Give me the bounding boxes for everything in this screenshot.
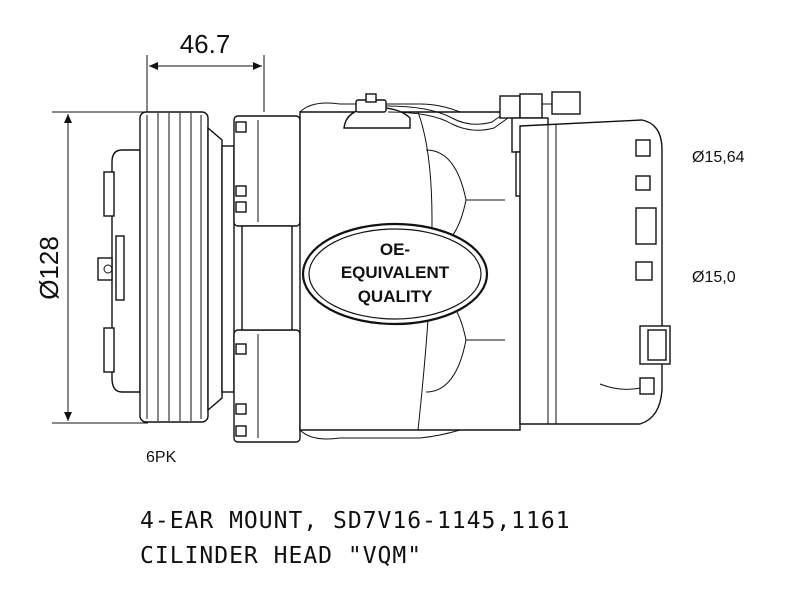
badge-line-1: OE- xyxy=(380,240,410,259)
pulley xyxy=(97,111,235,423)
port-bottom-label: Ø15,0 xyxy=(692,269,736,286)
dimension-width: 46.7 xyxy=(146,29,265,112)
pulley-label: 6PK xyxy=(146,449,177,466)
oe-quality-badge: OE- EQUIVALENT QUALITY xyxy=(301,222,489,326)
dimension-diameter-label: Ø128 xyxy=(34,236,64,300)
badge-line-3: QUALITY xyxy=(358,287,433,306)
dimension-diameter: Ø128 xyxy=(34,111,148,424)
dimension-width-label: 46.7 xyxy=(180,29,231,59)
note-line-2: CILINDER HEAD "VQM" xyxy=(140,543,422,569)
port-top-label: Ø15,64 xyxy=(692,149,745,166)
note-line-1: 4-EAR MOUNT, SD7V16-1145,1161 xyxy=(140,508,571,534)
badge-line-2: EQUIVALENT xyxy=(341,263,450,282)
rear-head xyxy=(519,119,671,425)
front-head xyxy=(233,115,301,443)
